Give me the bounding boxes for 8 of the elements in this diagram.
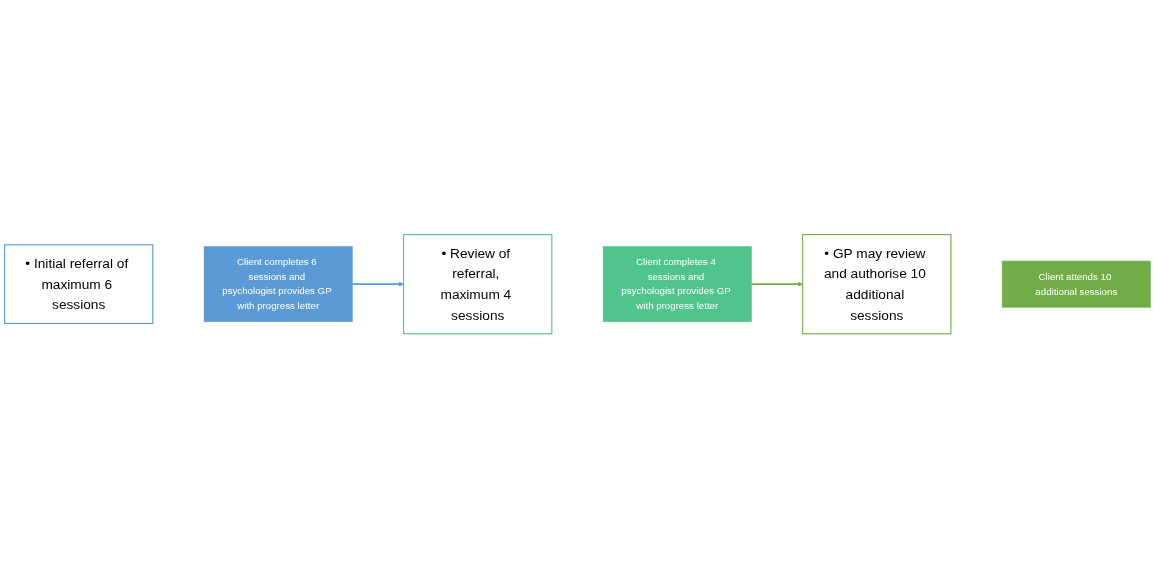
node-box: • GP may review and authorise 10 additional sessions bbox=[802, 233, 952, 335]
node-box: • Review of referral, maximum 4 sessions bbox=[403, 233, 553, 335]
node-box: • Initial referral of maximum 6 sessions bbox=[4, 244, 154, 324]
node-box: Client completes 6 sessions and psychologist provides GP with progress letter bbox=[203, 246, 353, 322]
node-box: Client attends 10 additional sessions bbox=[1001, 260, 1151, 308]
node-box: Client completes 4 sessions and psychologist provides GP with progress letter bbox=[602, 246, 752, 322]
arrow bbox=[750, 281, 803, 287]
arrow bbox=[351, 281, 404, 287]
